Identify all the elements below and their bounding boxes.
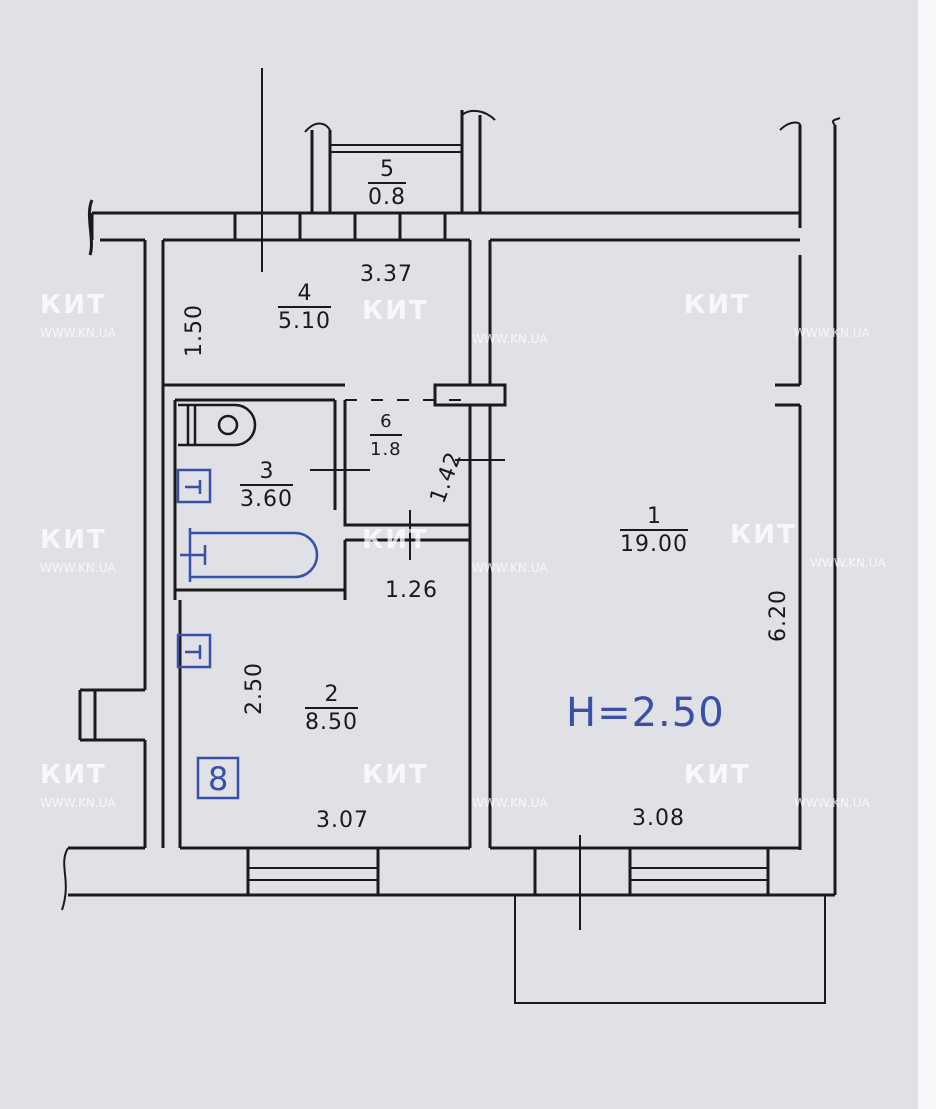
room-4-wall <box>163 383 470 600</box>
watermark-url: WWW.KN.UA <box>472 796 548 810</box>
toilet-icon <box>178 403 257 447</box>
room-number: 2 <box>305 683 358 709</box>
watermark-url: WWW.KN.UA <box>794 326 870 340</box>
sink-icon <box>176 468 212 504</box>
room-area: 1.8 <box>370 439 402 460</box>
bottom-balcony <box>514 895 826 1004</box>
room-4-label: 4 5.10 <box>278 282 331 336</box>
watermark-url: WWW.KN.UA <box>810 556 886 570</box>
sink-icon-2 <box>176 633 212 669</box>
room-area: 8.50 <box>305 710 358 735</box>
sink-tap-icon <box>185 480 202 494</box>
dimension-1-26: 1.26 <box>385 578 438 603</box>
balcony-room-5 <box>304 109 496 213</box>
watermark-url: WWW.KN.UA <box>472 561 548 575</box>
kitchen-marker-box <box>196 756 240 800</box>
bottom-wall <box>180 835 800 930</box>
dimension-3-07: 3.07 <box>316 808 369 833</box>
watermark-url: WWW.KN.UA <box>40 796 116 810</box>
watermark-logo: КИТ <box>684 290 751 320</box>
watermark: КИТ WWW.KN.UA <box>684 290 870 340</box>
room-number: 1 <box>620 505 688 531</box>
partition-wall <box>433 240 507 848</box>
room-area: 0.8 <box>368 185 406 210</box>
watermark: КИТ WWW.KN.UA <box>730 520 886 570</box>
watermark-url: WWW.KN.UA <box>40 561 116 575</box>
room-area: 3.60 <box>240 487 293 512</box>
room-number: 4 <box>278 282 331 308</box>
top-wall <box>87 199 800 256</box>
watermark-logo: КИТ <box>40 760 107 790</box>
dimension-2-50: 2.50 <box>241 662 267 715</box>
watermark: КИТ WWW.KN.UA <box>40 290 116 340</box>
watermark: КИТ WWW.KN.UA <box>684 760 870 810</box>
room-1-label: 1 19.00 <box>620 505 688 559</box>
watermark: КИТ WWW.KN.UA <box>362 760 548 810</box>
room-2-label: 2 8.50 <box>305 683 358 737</box>
dimension-1-50: 1.50 <box>181 304 207 357</box>
right-wall <box>775 117 841 895</box>
dimension-3-08: 3.08 <box>632 806 685 831</box>
kitchen-marker: 8 <box>208 760 230 798</box>
room-area: 19.00 <box>620 532 688 557</box>
watermark: КИТ WWW.KN.UA <box>362 525 548 575</box>
watermark: КИТ WWW.KN.UA <box>40 525 116 575</box>
paper-edge <box>918 0 936 1109</box>
dimension-3-37: 3.37 <box>360 262 413 287</box>
room-number: 6 <box>370 410 402 436</box>
watermark-url: WWW.KN.UA <box>472 332 548 346</box>
watermark: КИТ WWW.KN.UA <box>362 296 548 346</box>
watermark-logo: КИТ <box>730 520 797 550</box>
ceiling-height-label: H=2.50 <box>566 690 725 736</box>
room-5-label: 5 0.8 <box>368 158 406 212</box>
room-6-label: 6 1.8 <box>370 410 402 464</box>
watermark-logo: КИТ <box>40 525 107 555</box>
bathtub-icon <box>180 528 319 582</box>
watermark-logo: КИТ <box>362 525 429 555</box>
room-area: 5.10 <box>278 309 331 334</box>
watermark-logo: КИТ <box>362 296 429 326</box>
watermark-url: WWW.KN.UA <box>794 796 870 810</box>
room-number: 3 <box>240 460 293 486</box>
left-wall <box>61 240 835 911</box>
watermark-logo: КИТ <box>684 760 751 790</box>
watermark: КИТ WWW.KN.UA <box>40 760 116 810</box>
room-3-dim-tick <box>310 445 411 560</box>
room-3-label: 3 3.60 <box>240 460 293 514</box>
dimension-6-20: 6.20 <box>765 589 791 642</box>
watermark-logo: КИТ <box>362 760 429 790</box>
room-number: 5 <box>368 158 406 184</box>
watermark-url: WWW.KN.UA <box>40 326 116 340</box>
watermark-logo: КИТ <box>40 290 107 320</box>
